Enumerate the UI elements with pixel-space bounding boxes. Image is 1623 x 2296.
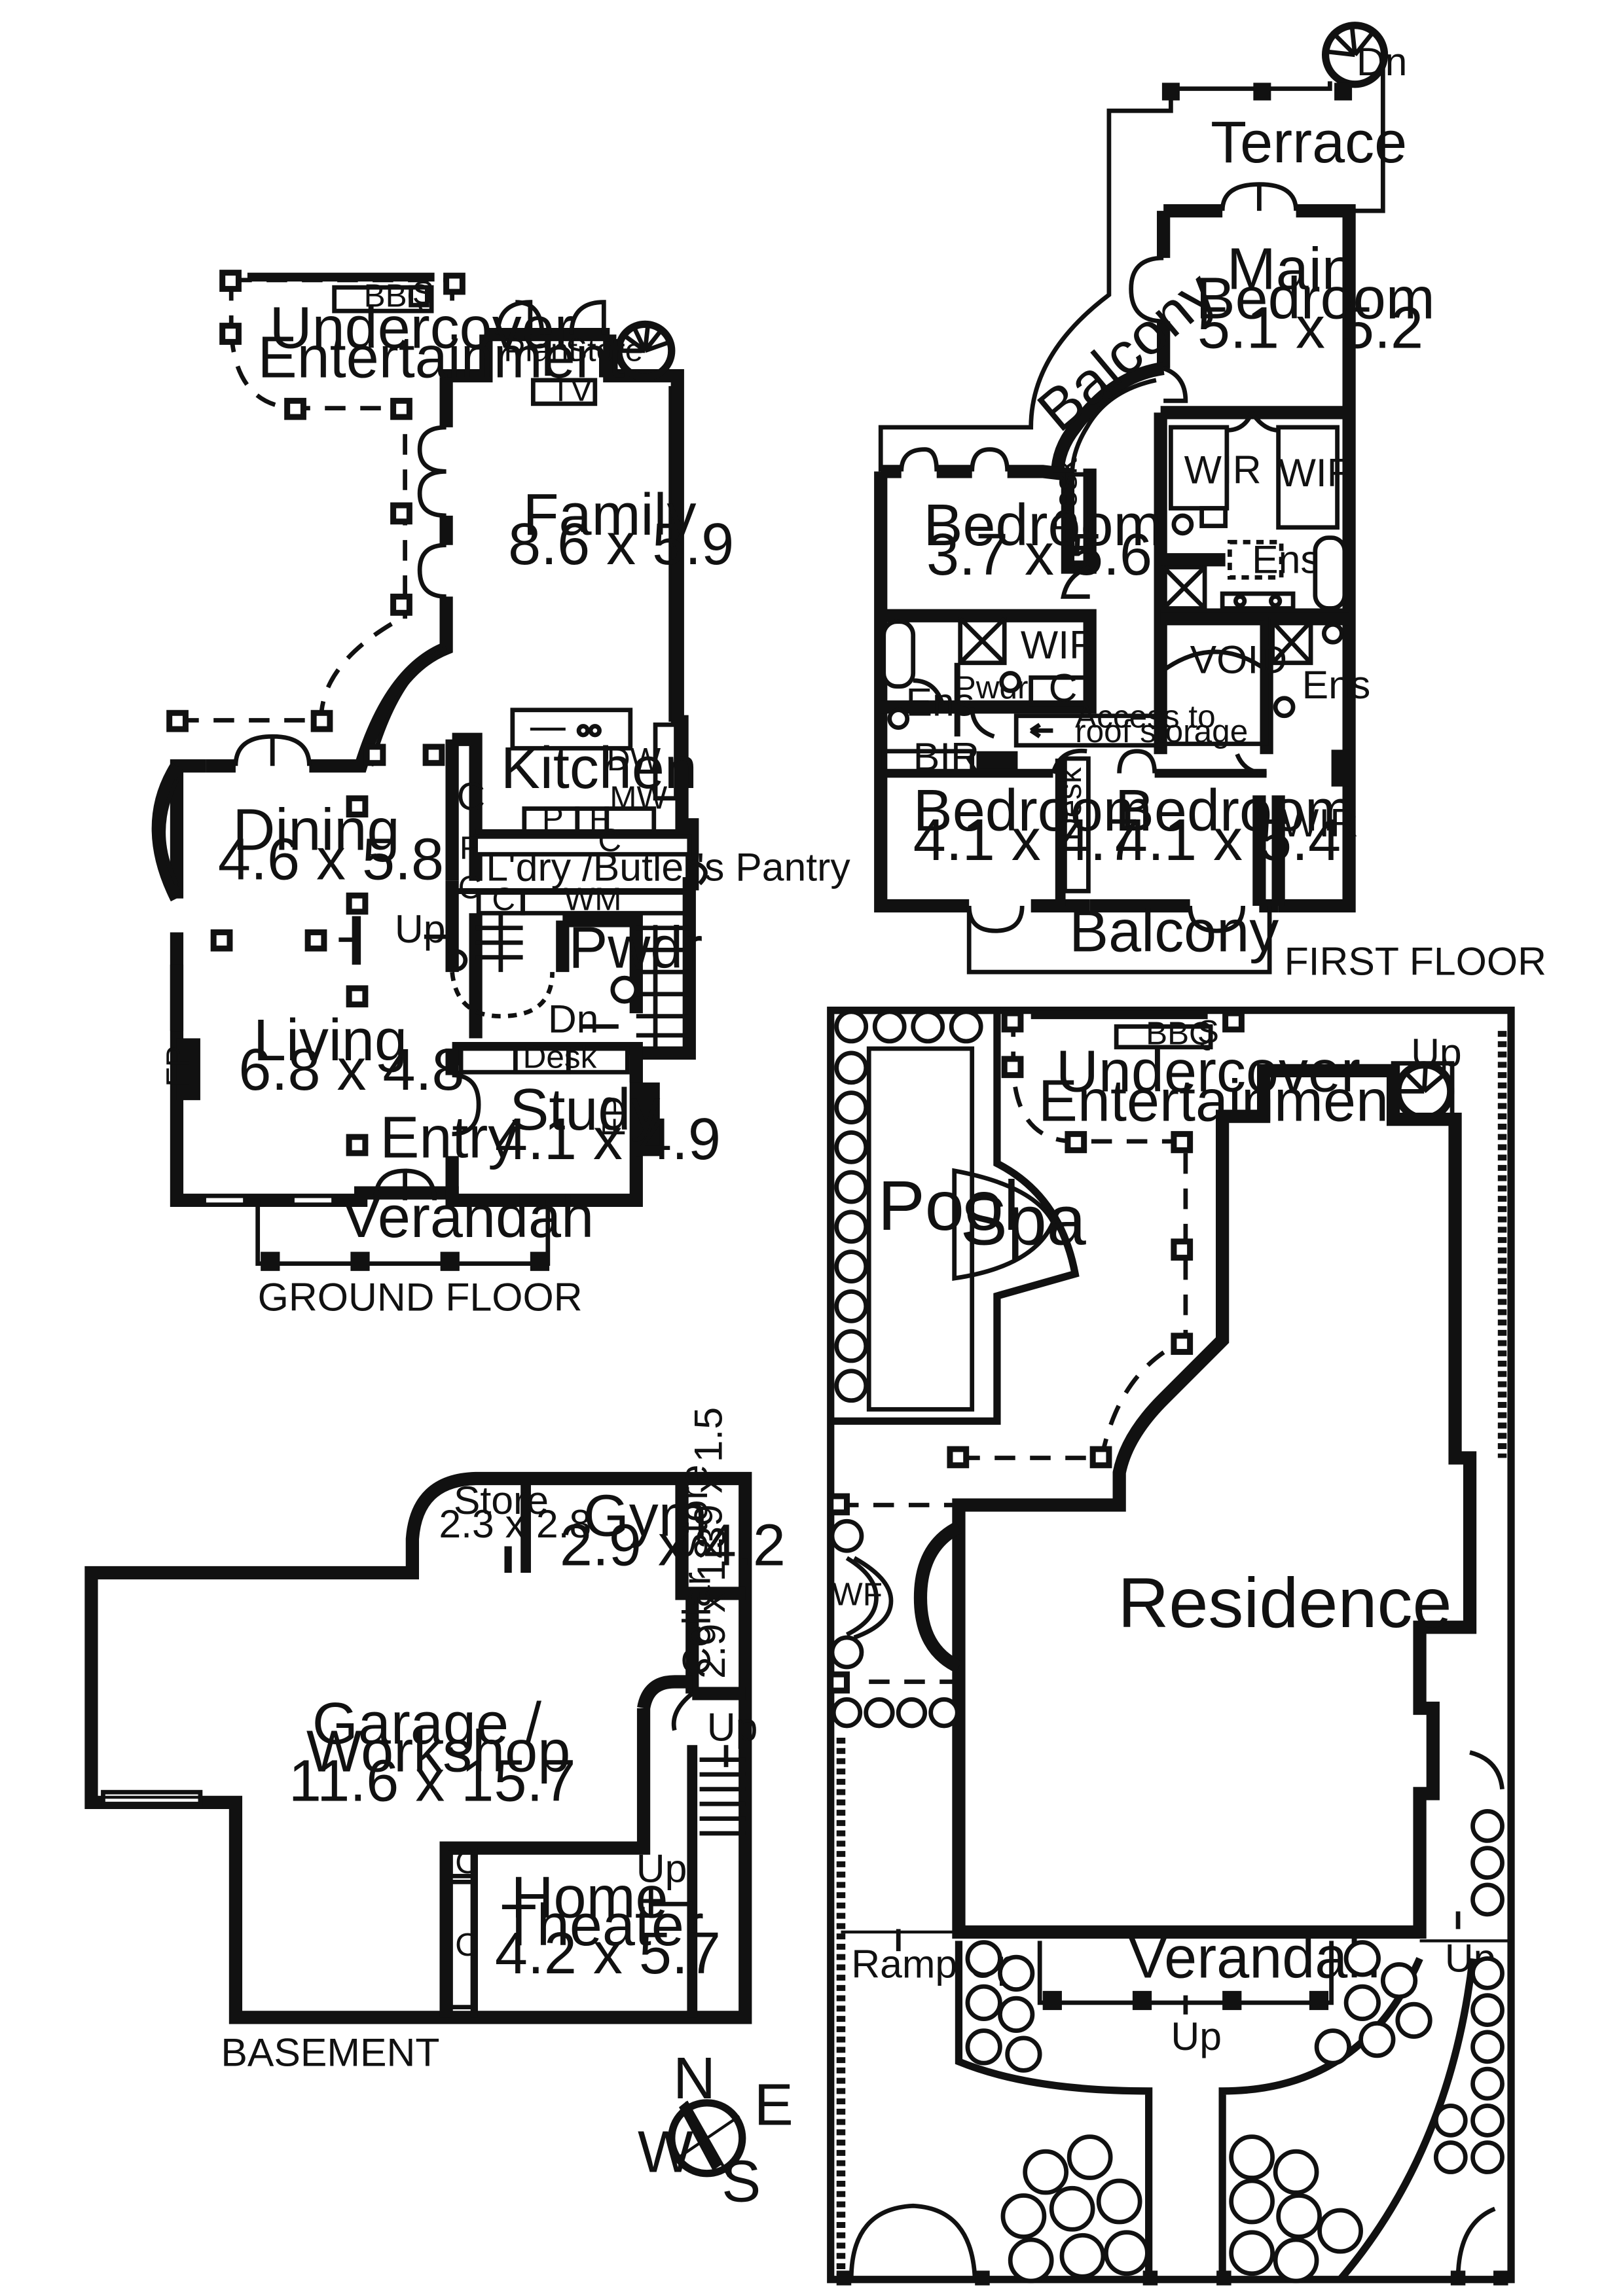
residence-label: Residence (1118, 1563, 1451, 1642)
study-dim: 4.1 x 4.9 (495, 1107, 721, 1172)
c-label-3: C (492, 882, 515, 918)
c-label-first: C (1049, 665, 1078, 709)
c-label-base-1: C (455, 1844, 479, 1880)
study-label: Study (509, 1077, 660, 1143)
compass-e: E (754, 2073, 793, 2138)
entry-label: Entry (380, 1105, 517, 1171)
wf-label: WF (832, 1576, 883, 1612)
hedges (831, 1031, 1507, 2276)
compass-n: N (673, 2046, 716, 2111)
dw-label: DW (607, 742, 661, 778)
basement-plan: Store 2.3 x 2.8 Gym 2.9 x 4.2 Store 2.9 … (84, 1407, 786, 2075)
ens-label-2: Ens (1302, 662, 1371, 707)
wir-label-1: WIR (1184, 447, 1262, 492)
bedroom2-label: Bedroom (923, 493, 1162, 558)
gym-dim: 2.9 x 4.2 (560, 1513, 786, 1579)
site-up-label: Up (1411, 1030, 1462, 1075)
cellar-dim: 2.9 x 1.3 (689, 1526, 733, 1679)
garage-dim: 11.6 x 15.7 (289, 1749, 576, 1814)
store-label-base: Store (454, 1478, 549, 1522)
ens-label-1: Ens (1252, 537, 1321, 582)
c-label-2: C (598, 823, 621, 859)
access-label-2: roof storage (1075, 713, 1248, 749)
fp-label: FP (160, 1045, 196, 1086)
desk-label-1: Desk (1048, 458, 1084, 532)
cellar-label: Cellar (674, 1572, 718, 1676)
entertainment-label: Entertainment (258, 325, 625, 390)
first-balcony-label: Balcony (1069, 899, 1279, 965)
wir-label-4: WIR (1281, 800, 1359, 845)
store-dim-base: 2.3 x 2.8 (439, 1501, 591, 1546)
compass-s: S (721, 2149, 761, 2215)
c-label: C (456, 774, 485, 819)
compass: N E S W (638, 2046, 793, 2214)
family-dim: 8.6 x 5.9 (508, 512, 734, 577)
spa-label: Spa (960, 1180, 1087, 1259)
s-label: S (412, 275, 434, 311)
bedroom3-label: Bedroom (913, 778, 1152, 844)
wir-label-2: WIR (1279, 450, 1356, 495)
pool-trees (834, 1009, 983, 1403)
dining-dim: 4.6 x 5.8 (218, 827, 444, 892)
desk-label: Desk (523, 1039, 597, 1075)
ground-floor-label: GROUND FLOOR (258, 1275, 583, 1319)
plant-label: Plant (503, 332, 577, 368)
main-label: Main (1227, 236, 1355, 302)
wm-label: WM (564, 882, 622, 918)
store2-dim: 2.9 x 1.5 (685, 1407, 730, 1560)
terrace-label: Terrace (1211, 110, 1407, 175)
mw-label: MW (610, 780, 667, 816)
up-label-base-2: Up (636, 1846, 687, 1890)
dn-label: Dn (548, 996, 599, 1041)
verandah-label: Verandah (342, 1185, 594, 1250)
ground-floor-plan: BBQ S Plant Store TV Family 8.6 x 5.9 (151, 270, 850, 1319)
compass-w: W (638, 2120, 693, 2185)
bedroom3-dim: 4.1 x 4.7 (913, 808, 1139, 873)
first-floor-plan: Dn Terrace Main Bedroom 5.1 x 5.2 Balcon… (874, 22, 1546, 984)
garden-trees (965, 1809, 1504, 2284)
living-label: Living (253, 1008, 407, 1073)
theater-dim: 4.2 x 5.7 (495, 1921, 721, 1986)
undercover-label: Undercover (270, 295, 574, 361)
f-label-2: F (460, 830, 479, 866)
dining-label: Dining (232, 797, 399, 863)
bedroom2-dim: 3.7 x 5.6 (926, 522, 1152, 588)
first-floor-label: FIRST FLOOR (1285, 939, 1546, 984)
site-verandah-label: Verandah (1128, 1926, 1380, 1991)
home-label: Home (511, 1865, 668, 1930)
ground-posts (166, 270, 465, 1157)
site-up-label-3: Up (1171, 2014, 1222, 2058)
site-posts (828, 1010, 1245, 1694)
bedroom4-dim: 4.1 x 5.4 (1115, 808, 1341, 873)
store2-label: Store (671, 1465, 716, 1560)
desk-label-2: Desk (1052, 767, 1088, 841)
access-label-1: Access to (1075, 699, 1216, 735)
main-bedroom-label: Bedroom (1196, 266, 1435, 331)
fp-label-2: FP (596, 1096, 632, 1137)
main-dim: 5.1 x 5.2 (1197, 295, 1423, 361)
laundry-label: L'dry /Butler's Pantry (486, 845, 850, 889)
wf-trees (830, 1518, 894, 1670)
site-plan: Pool Spa BBQ S Undercover Entertainment (827, 1007, 1515, 2286)
bedroom4-label: Bedroom (1115, 778, 1354, 844)
wir-label-3: WIR (1021, 622, 1098, 667)
family-label: Family (523, 482, 697, 548)
workshop-label: Workshop (306, 1719, 570, 1785)
theater-label: Theater (501, 1893, 704, 1958)
site-s-label: S (1197, 1014, 1219, 1050)
basement-label: BASEMENT (221, 2030, 439, 2075)
c-label-base-2: C (455, 1927, 479, 1963)
garage-label: Garage / (312, 1691, 541, 1757)
up-label-base: Up (707, 1704, 758, 1749)
tv-label: TV (551, 372, 592, 408)
site-bbq-label: BBQ (1146, 1015, 1214, 1051)
kitchen-label: Kitchen (501, 736, 697, 801)
c-label-4: C (458, 870, 482, 906)
living-dim: 6.8 x 4.8 (238, 1037, 464, 1103)
up-label: Up (395, 906, 446, 951)
pool-label: Pool (878, 1166, 1019, 1245)
